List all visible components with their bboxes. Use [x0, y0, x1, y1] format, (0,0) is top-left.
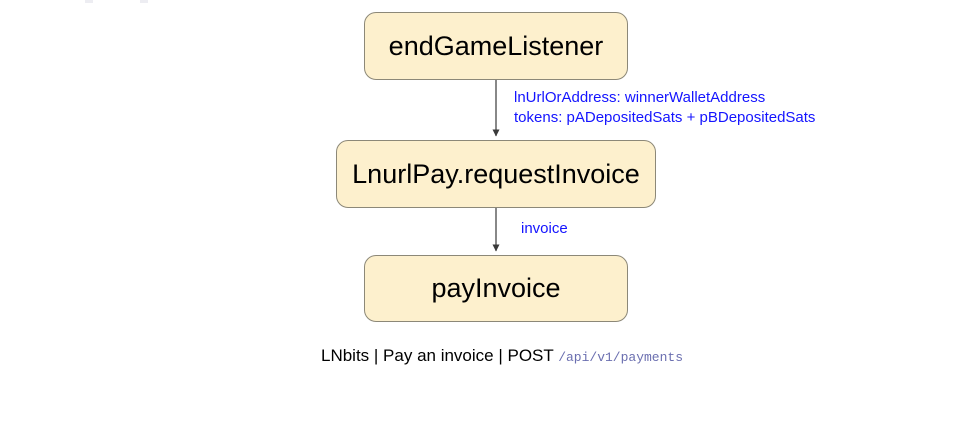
- node-end-game-listener[interactable]: endGameListener: [364, 12, 628, 80]
- diagram-caption: LNbits | Pay an invoice | POST /api/v1/p…: [321, 346, 683, 366]
- clipped-artifact: [140, 0, 148, 3]
- edge-label-lnurlpay-to-pay-invoice: invoice: [521, 219, 568, 239]
- node-label: endGameListener: [388, 30, 604, 61]
- node-pay-invoice[interactable]: payInvoice: [364, 255, 628, 322]
- edge-label-line: invoice: [521, 220, 568, 237]
- node-label: LnurlPay.requestInvoice: [352, 158, 640, 189]
- caption-endpoint-path: /api/v1/payments: [558, 350, 684, 365]
- edge-label-end-game-listener-to-lnurlpay: lnUrlOrAddress: winnerWalletAddress toke…: [514, 88, 815, 128]
- node-lnurlpay-request-invoice[interactable]: LnurlPay.requestInvoice: [336, 140, 656, 208]
- node-label: payInvoice: [431, 273, 561, 303]
- caption-text: LNbits | Pay an invoice | POST: [321, 346, 559, 365]
- edge-label-line: tokens: pADepositedSats + pBDepositedSat…: [514, 109, 816, 126]
- edge-label-line: lnUrlOrAddress: winnerWalletAddress: [514, 89, 766, 106]
- clipped-artifact: [85, 0, 93, 3]
